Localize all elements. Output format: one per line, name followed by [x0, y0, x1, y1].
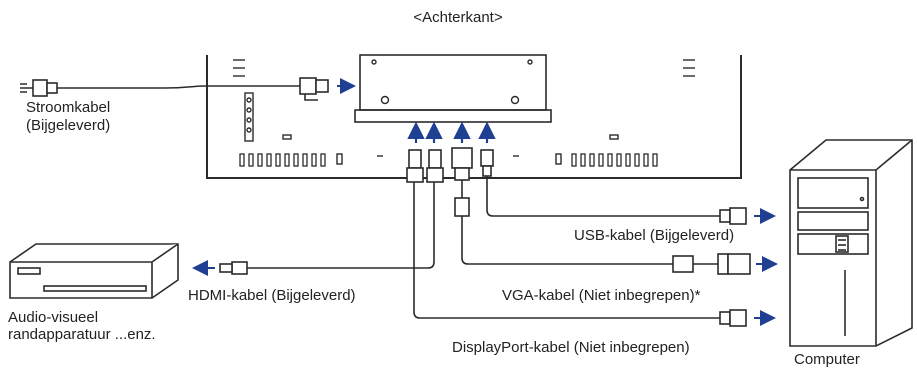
power-cable-label-1: Stroomkabel	[26, 99, 110, 116]
av-device-label-2: randapparatuur ...enz.	[8, 326, 156, 343]
vent-slot	[320, 153, 326, 167]
vent-slot	[598, 153, 604, 167]
vent-slot	[589, 153, 595, 167]
vent-slot	[643, 153, 649, 167]
displayport-connector-icon	[406, 149, 424, 183]
vga-cable-label: VGA-kabel (Niet inbegrepen)*	[502, 287, 701, 304]
displayport-cable-label: DisplayPort-kabel (Niet inbegrepen)	[452, 339, 690, 356]
power-cable-label-2: (Bijgeleverd)	[26, 117, 110, 134]
port-arrows	[407, 121, 496, 143]
vent-slot	[311, 153, 317, 167]
vent-slot	[634, 153, 640, 167]
displayport-end-connector	[719, 309, 747, 327]
vent-slot	[275, 153, 281, 167]
vent-slots-right	[571, 153, 658, 167]
hdmi-cable-label: HDMI-kabel (Bijgeleverd)	[188, 287, 356, 304]
usb-end-connector	[719, 207, 747, 225]
vent-slot	[302, 153, 308, 167]
diagram-title: <Achterkant>	[413, 9, 502, 26]
vent-slots-left	[239, 153, 326, 167]
vent-slot	[248, 153, 254, 167]
vent-slot	[239, 153, 245, 167]
vga-connector-icon	[451, 147, 473, 217]
vent-slot	[257, 153, 263, 167]
vga-end-connector	[672, 253, 751, 275]
monitor-back	[206, 54, 742, 179]
vent-slot	[266, 153, 272, 167]
usb-connector-icon	[480, 149, 494, 177]
hdmi-connector-icon	[426, 149, 444, 183]
computer-label: Computer	[794, 351, 860, 368]
cable-routes	[247, 176, 720, 319]
vent-slot	[293, 153, 299, 167]
usb-cable-label: USB-kabel (Bijgeleverd)	[574, 227, 734, 244]
vent-slot	[616, 153, 622, 167]
vent-slot	[284, 153, 290, 167]
power-cable	[20, 77, 329, 101]
vent-slot	[652, 153, 658, 167]
computer-tower-icon	[789, 139, 913, 347]
vent-slot	[625, 153, 631, 167]
av-receiver-icon	[9, 243, 179, 299]
monitor-details	[233, 59, 695, 165]
vent-slot	[607, 153, 613, 167]
vent-slot	[580, 153, 586, 167]
vent-slot	[571, 153, 577, 167]
av-device-label-1: Audio-visueel	[8, 309, 98, 326]
hdmi-end-connector	[219, 261, 248, 275]
